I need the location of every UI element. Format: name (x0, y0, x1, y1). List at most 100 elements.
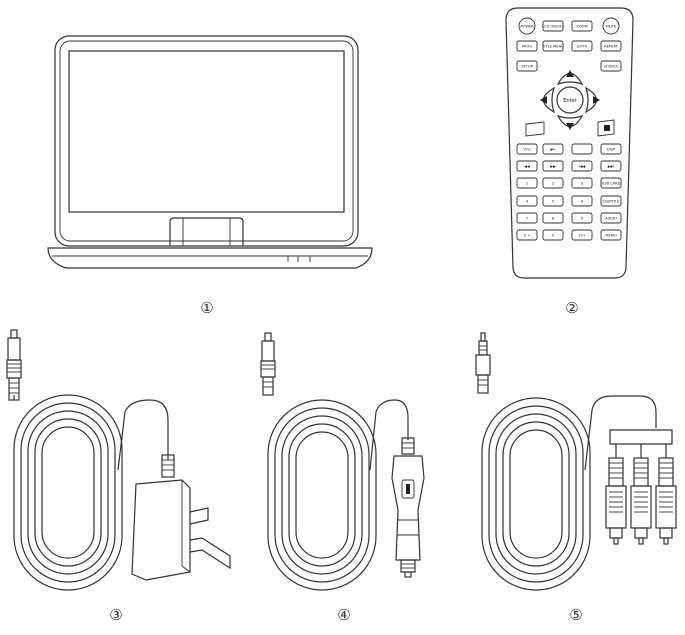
remote-button-label: 4 (526, 199, 529, 203)
left-icon (540, 96, 547, 104)
portable-dvd-player (47, 35, 373, 269)
enter-button (556, 86, 584, 114)
remote-button-label: SETUP (521, 64, 533, 68)
remote-button (542, 229, 564, 241)
base-unit (47, 247, 373, 269)
cable-splitter (609, 429, 673, 445)
remote-button (600, 143, 622, 155)
remote-button-label: LCD ON/OFF (542, 24, 564, 28)
label-5: ⑤ (569, 606, 582, 624)
remote-button (516, 229, 538, 241)
remote-button-label: 0 (552, 233, 555, 237)
remote-button-label: TITLE MENU (541, 44, 564, 48)
up-arrow-button (556, 72, 584, 86)
hinge (169, 217, 244, 246)
remote-button (516, 143, 538, 155)
adapter-body (131, 479, 191, 581)
remote-button (600, 229, 622, 241)
remote-button-label: 7 (526, 216, 528, 220)
label-4: ④ (337, 606, 350, 624)
down-arrow-button (556, 114, 584, 128)
down-icon (566, 123, 574, 130)
remote-button (542, 160, 564, 172)
remote-button (600, 212, 622, 224)
rca-plug-right (655, 457, 677, 545)
coiled-cable-car (267, 399, 377, 591)
remote-button (571, 177, 593, 189)
coiled-cable-av (481, 397, 591, 591)
remote-button (516, 60, 538, 72)
remote-button-label: SUBTITLE (602, 199, 620, 203)
remote-button (602, 17, 620, 35)
plug-prong-top (189, 507, 209, 525)
remote-button-label: 10+ (578, 233, 586, 237)
remote-button (571, 20, 593, 32)
remote-button-label: MEMO (605, 233, 616, 237)
remote-button-label: AUDIO (605, 216, 617, 220)
remote-button-label: 5 (552, 199, 554, 203)
remote-button-label: 3 (581, 181, 583, 185)
remote-button (516, 160, 538, 172)
remote-button (542, 177, 564, 189)
remote-button (516, 212, 538, 224)
rca-plug-middle (630, 457, 652, 545)
remote-button (600, 177, 622, 189)
remote-button-label: VOL (523, 147, 530, 151)
stop-icon (604, 125, 610, 131)
remote-button-label: I◀◀ (579, 164, 586, 168)
monitor-outer-frame (54, 35, 359, 247)
remote-button (571, 212, 593, 224)
remote-button (600, 40, 622, 52)
plug-prong-bottom (189, 537, 231, 570)
left-arrow-button (542, 86, 556, 114)
remote-button (571, 160, 593, 172)
remote-button-label: ▶▶ (550, 164, 556, 168)
remote-dpad: Enter (540, 70, 600, 130)
remote-button-label: 2 (552, 181, 554, 185)
remote-button-label: ZOOM (576, 24, 587, 28)
enter-button-label: Enter (563, 98, 577, 104)
label-1: ① (200, 299, 213, 317)
remote-button-label: 6 (581, 199, 584, 203)
lighter-plug-body (391, 455, 425, 561)
av-cable (475, 332, 677, 591)
stop-button (597, 119, 615, 137)
remote-button-label: SOURCE (604, 64, 620, 68)
remote-button (542, 195, 564, 207)
remote-button (600, 195, 622, 207)
remote-button (600, 60, 622, 72)
remote-button (518, 17, 536, 35)
remote-button (516, 195, 538, 207)
monitor-inner-frame (59, 40, 354, 242)
remote-button-label: 0 + (524, 233, 530, 237)
remote-button (542, 143, 564, 155)
up-icon (566, 70, 574, 77)
remote-button (542, 212, 564, 224)
remote-button-label: ▶II (551, 147, 556, 151)
remote-button-label: 9 (581, 216, 584, 220)
car-adapter (260, 332, 425, 591)
fuse-window (401, 479, 415, 499)
coiled-cable (13, 394, 123, 591)
remote-button (542, 20, 564, 32)
remote-button-label: REPEAT (604, 44, 618, 48)
remote-button-label: POWER (520, 24, 534, 28)
remote-button (542, 40, 564, 52)
remote-button (516, 177, 538, 189)
remote-button-label: DISP (607, 147, 616, 151)
remote-button (516, 40, 538, 52)
car-dc-plug (261, 340, 275, 362)
right-icon (593, 96, 600, 104)
label-3: ③ (109, 606, 122, 624)
menu-side-button (525, 121, 545, 137)
remote-body (505, 7, 634, 279)
rca-plug-left (605, 457, 627, 545)
remote-button-label: 8 (552, 216, 555, 220)
ac-adapter (6, 329, 231, 591)
dc-plug (7, 337, 21, 361)
remote-button-label: ◀◀ (524, 164, 530, 168)
